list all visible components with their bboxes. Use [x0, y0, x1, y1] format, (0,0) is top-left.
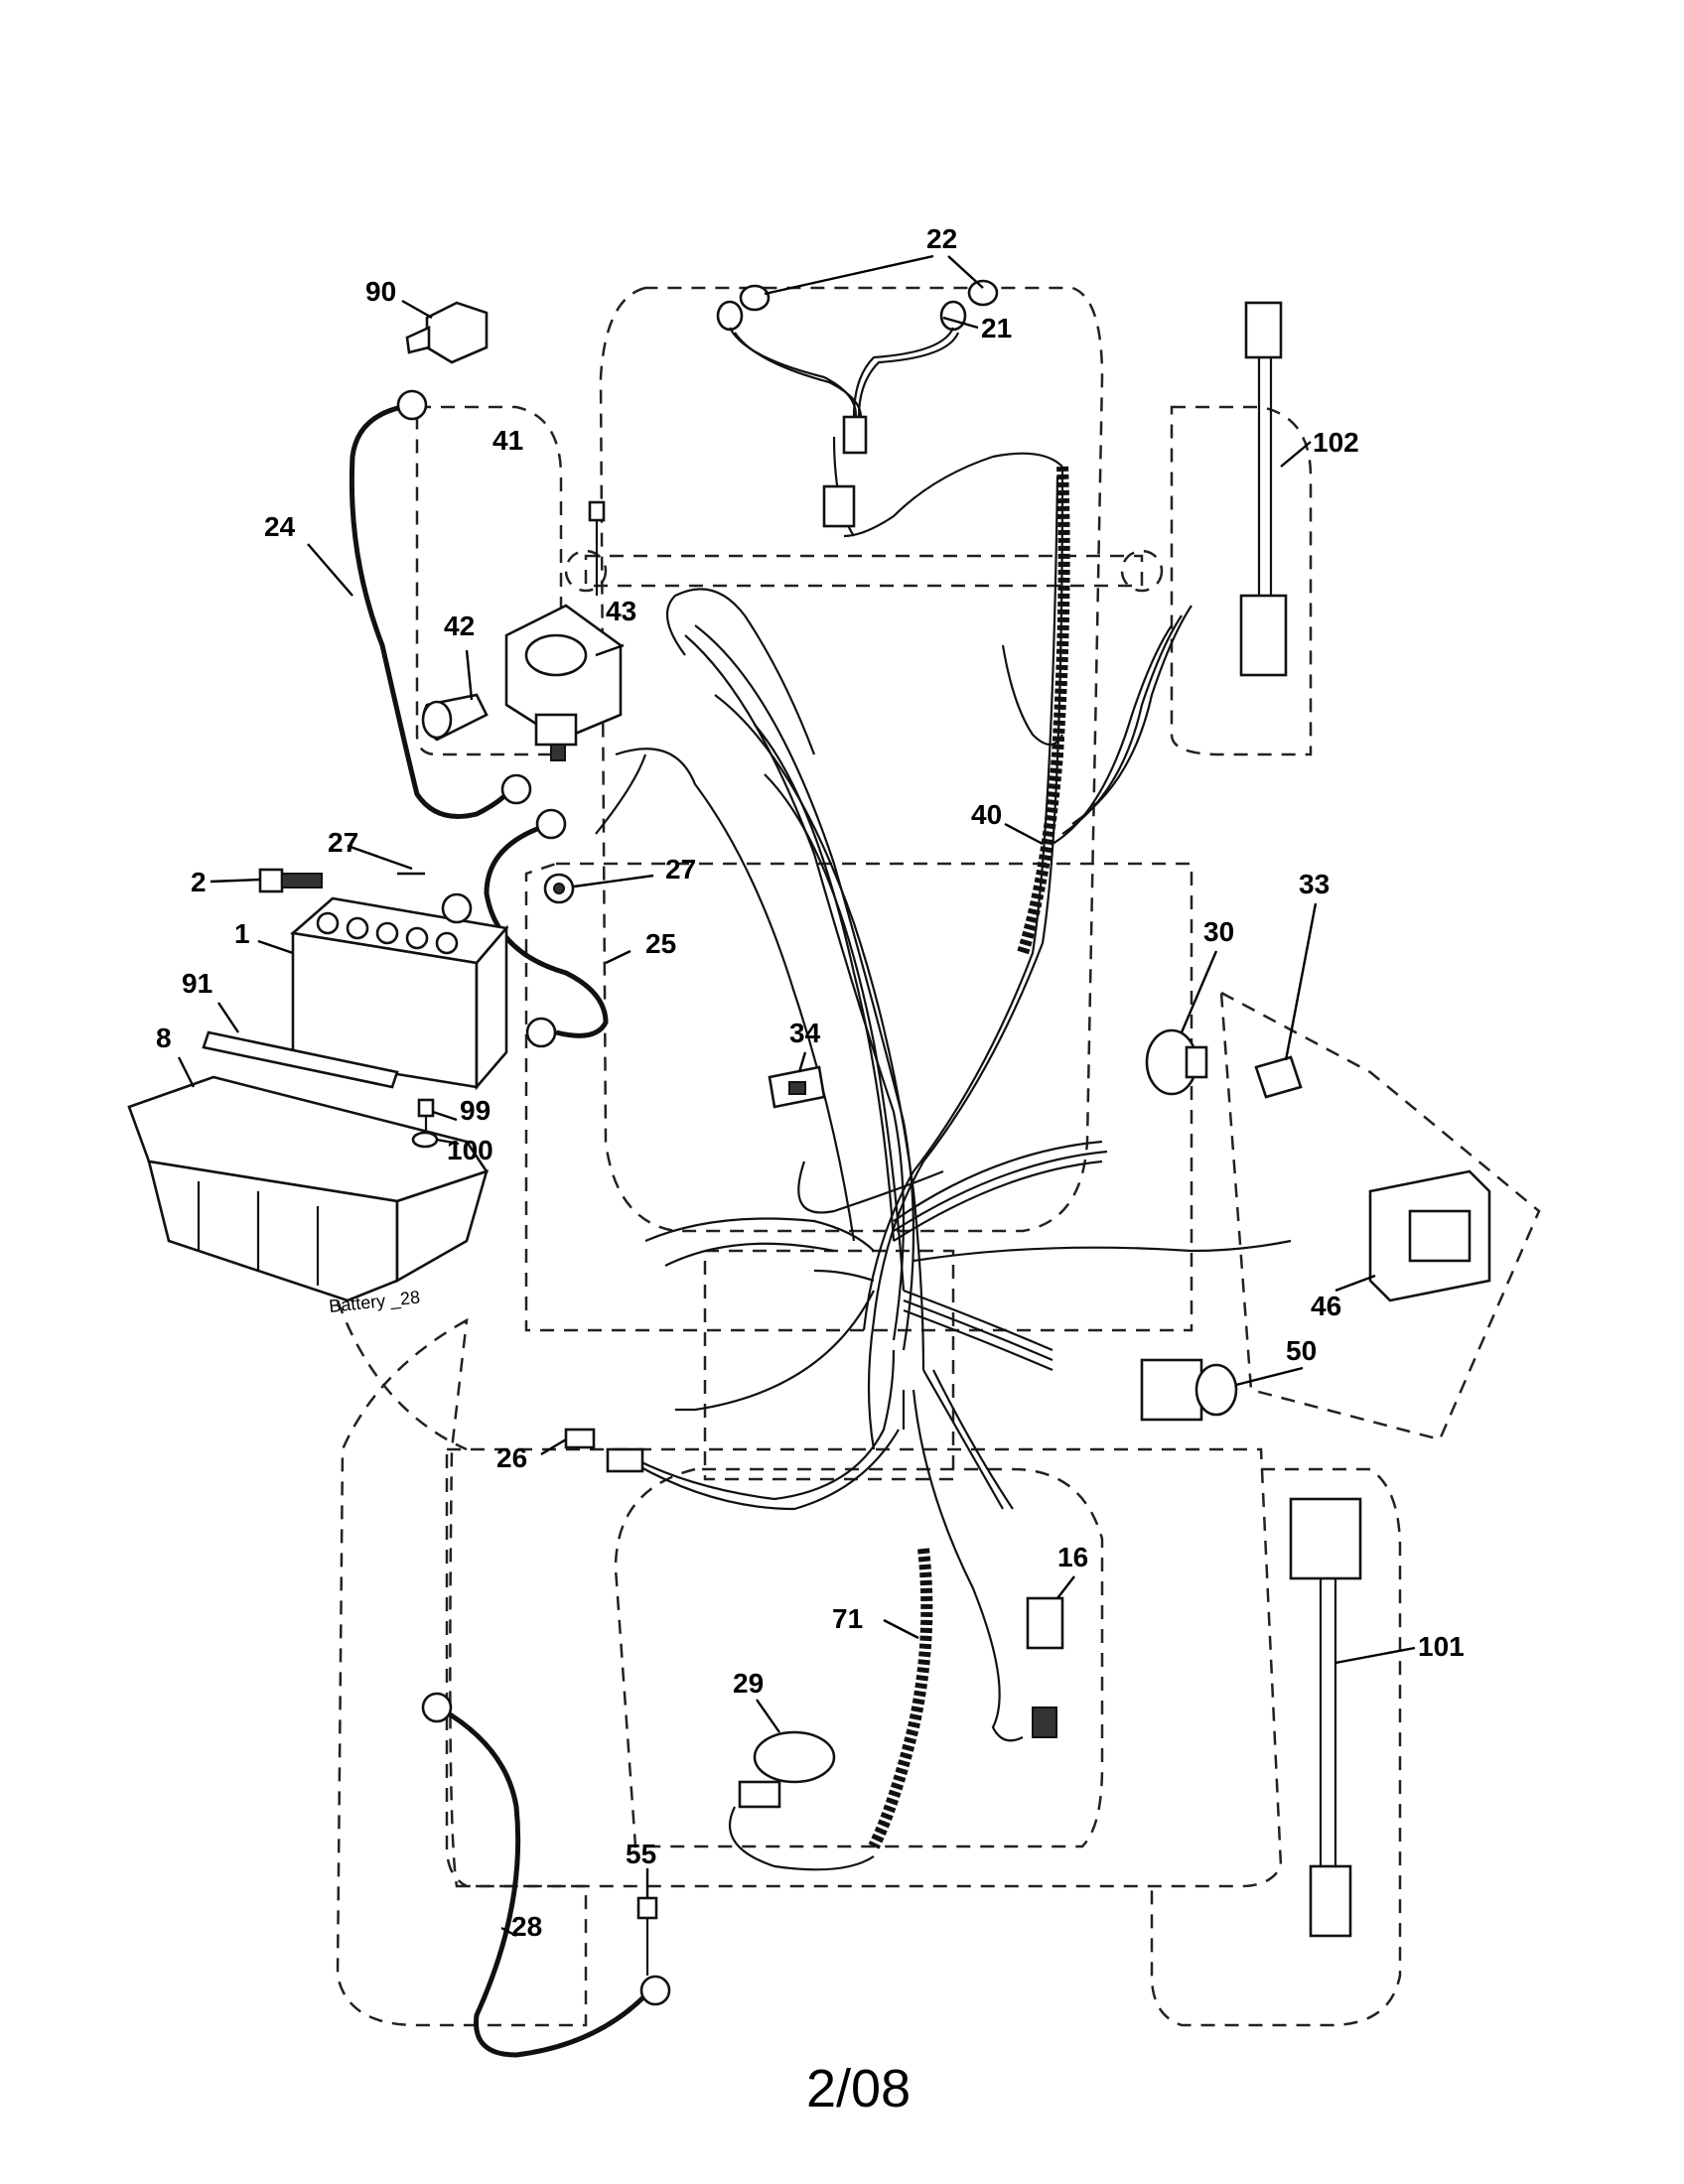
callout-46: 46	[1311, 1291, 1341, 1321]
callout-26: 26	[496, 1442, 527, 1473]
callout-34: 34	[789, 1018, 821, 1048]
bolt-2	[258, 868, 323, 893]
hour-meter-46	[1368, 1169, 1491, 1302]
solenoid-43	[504, 604, 623, 761]
callout-21: 21	[981, 313, 1012, 343]
callout-8: 8	[156, 1023, 172, 1053]
fuse-26	[564, 1428, 644, 1473]
callout-41: 41	[492, 425, 523, 456]
hold-down-strap-91	[202, 1030, 399, 1089]
leader-lines	[177, 254, 1416, 1938]
relay-16	[1026, 1596, 1064, 1738]
callout-28: 28	[511, 1911, 542, 1942]
callout-25: 25	[645, 928, 676, 959]
callout-30: 30	[1203, 916, 1234, 947]
buzzer-29	[738, 1730, 836, 1809]
bolt-41	[588, 500, 606, 596]
callout-24: 24	[264, 511, 296, 542]
callout-42: 42	[444, 611, 475, 641]
callout-16: 16	[1057, 1542, 1088, 1572]
wiring-harness	[595, 436, 1292, 1871]
pto-switch-50	[1140, 1358, 1238, 1422]
callout-91: 91	[182, 968, 212, 999]
nut-27	[397, 872, 575, 904]
callout-100: 100	[447, 1135, 493, 1165]
battery-cable-25	[484, 808, 609, 1048]
callout-43: 43	[606, 596, 636, 626]
harness-coil-71	[868, 1548, 933, 1849]
headlight-harness	[729, 327, 960, 528]
headlight-bulbs	[716, 279, 999, 332]
callout-22: 22	[926, 223, 957, 254]
callout-55: 55	[626, 1839, 656, 1869]
date-code: 2/08	[806, 2059, 911, 2118]
callout-33: 33	[1299, 869, 1330, 899]
relay-33	[1254, 1055, 1303, 1099]
callout-102: 102	[1313, 427, 1359, 458]
callout-27-lower: 27	[665, 854, 696, 885]
callout-2: 2	[191, 867, 207, 897]
callout-90: 90	[365, 276, 396, 307]
callout-1: 1	[234, 918, 250, 949]
ignition-switch-30	[1145, 1028, 1208, 1096]
callout-99: 99	[460, 1095, 491, 1126]
rocker-switch-34	[768, 1065, 826, 1109]
callout-29: 29	[733, 1668, 764, 1699]
adapter-102	[1239, 301, 1288, 677]
bolt-55	[636, 1896, 658, 1976]
washer-100	[411, 1131, 439, 1149]
bolt-99	[417, 1098, 435, 1132]
callout-40: 40	[971, 799, 1002, 830]
callout-71: 71	[832, 1603, 863, 1634]
callout-27-upper: 27	[328, 827, 358, 858]
callout-50: 50	[1286, 1335, 1317, 1366]
callout-labels: 22 21 90 102 41 24 43 42 40 27 2 27 33 1…	[156, 223, 1465, 2118]
terminal-boot-90	[405, 301, 489, 364]
wire-101	[1289, 1497, 1362, 1938]
callout-101: 101	[1418, 1631, 1465, 1662]
harness-coil-40	[1017, 466, 1070, 955]
battery-1	[290, 892, 509, 1091]
dashed-outlines	[336, 286, 1541, 2027]
battery-cable-24	[349, 389, 532, 819]
ground-cable-28	[421, 1692, 671, 2058]
terminal-boot-42	[421, 693, 489, 742]
battery-tray-8	[127, 1075, 490, 1302]
